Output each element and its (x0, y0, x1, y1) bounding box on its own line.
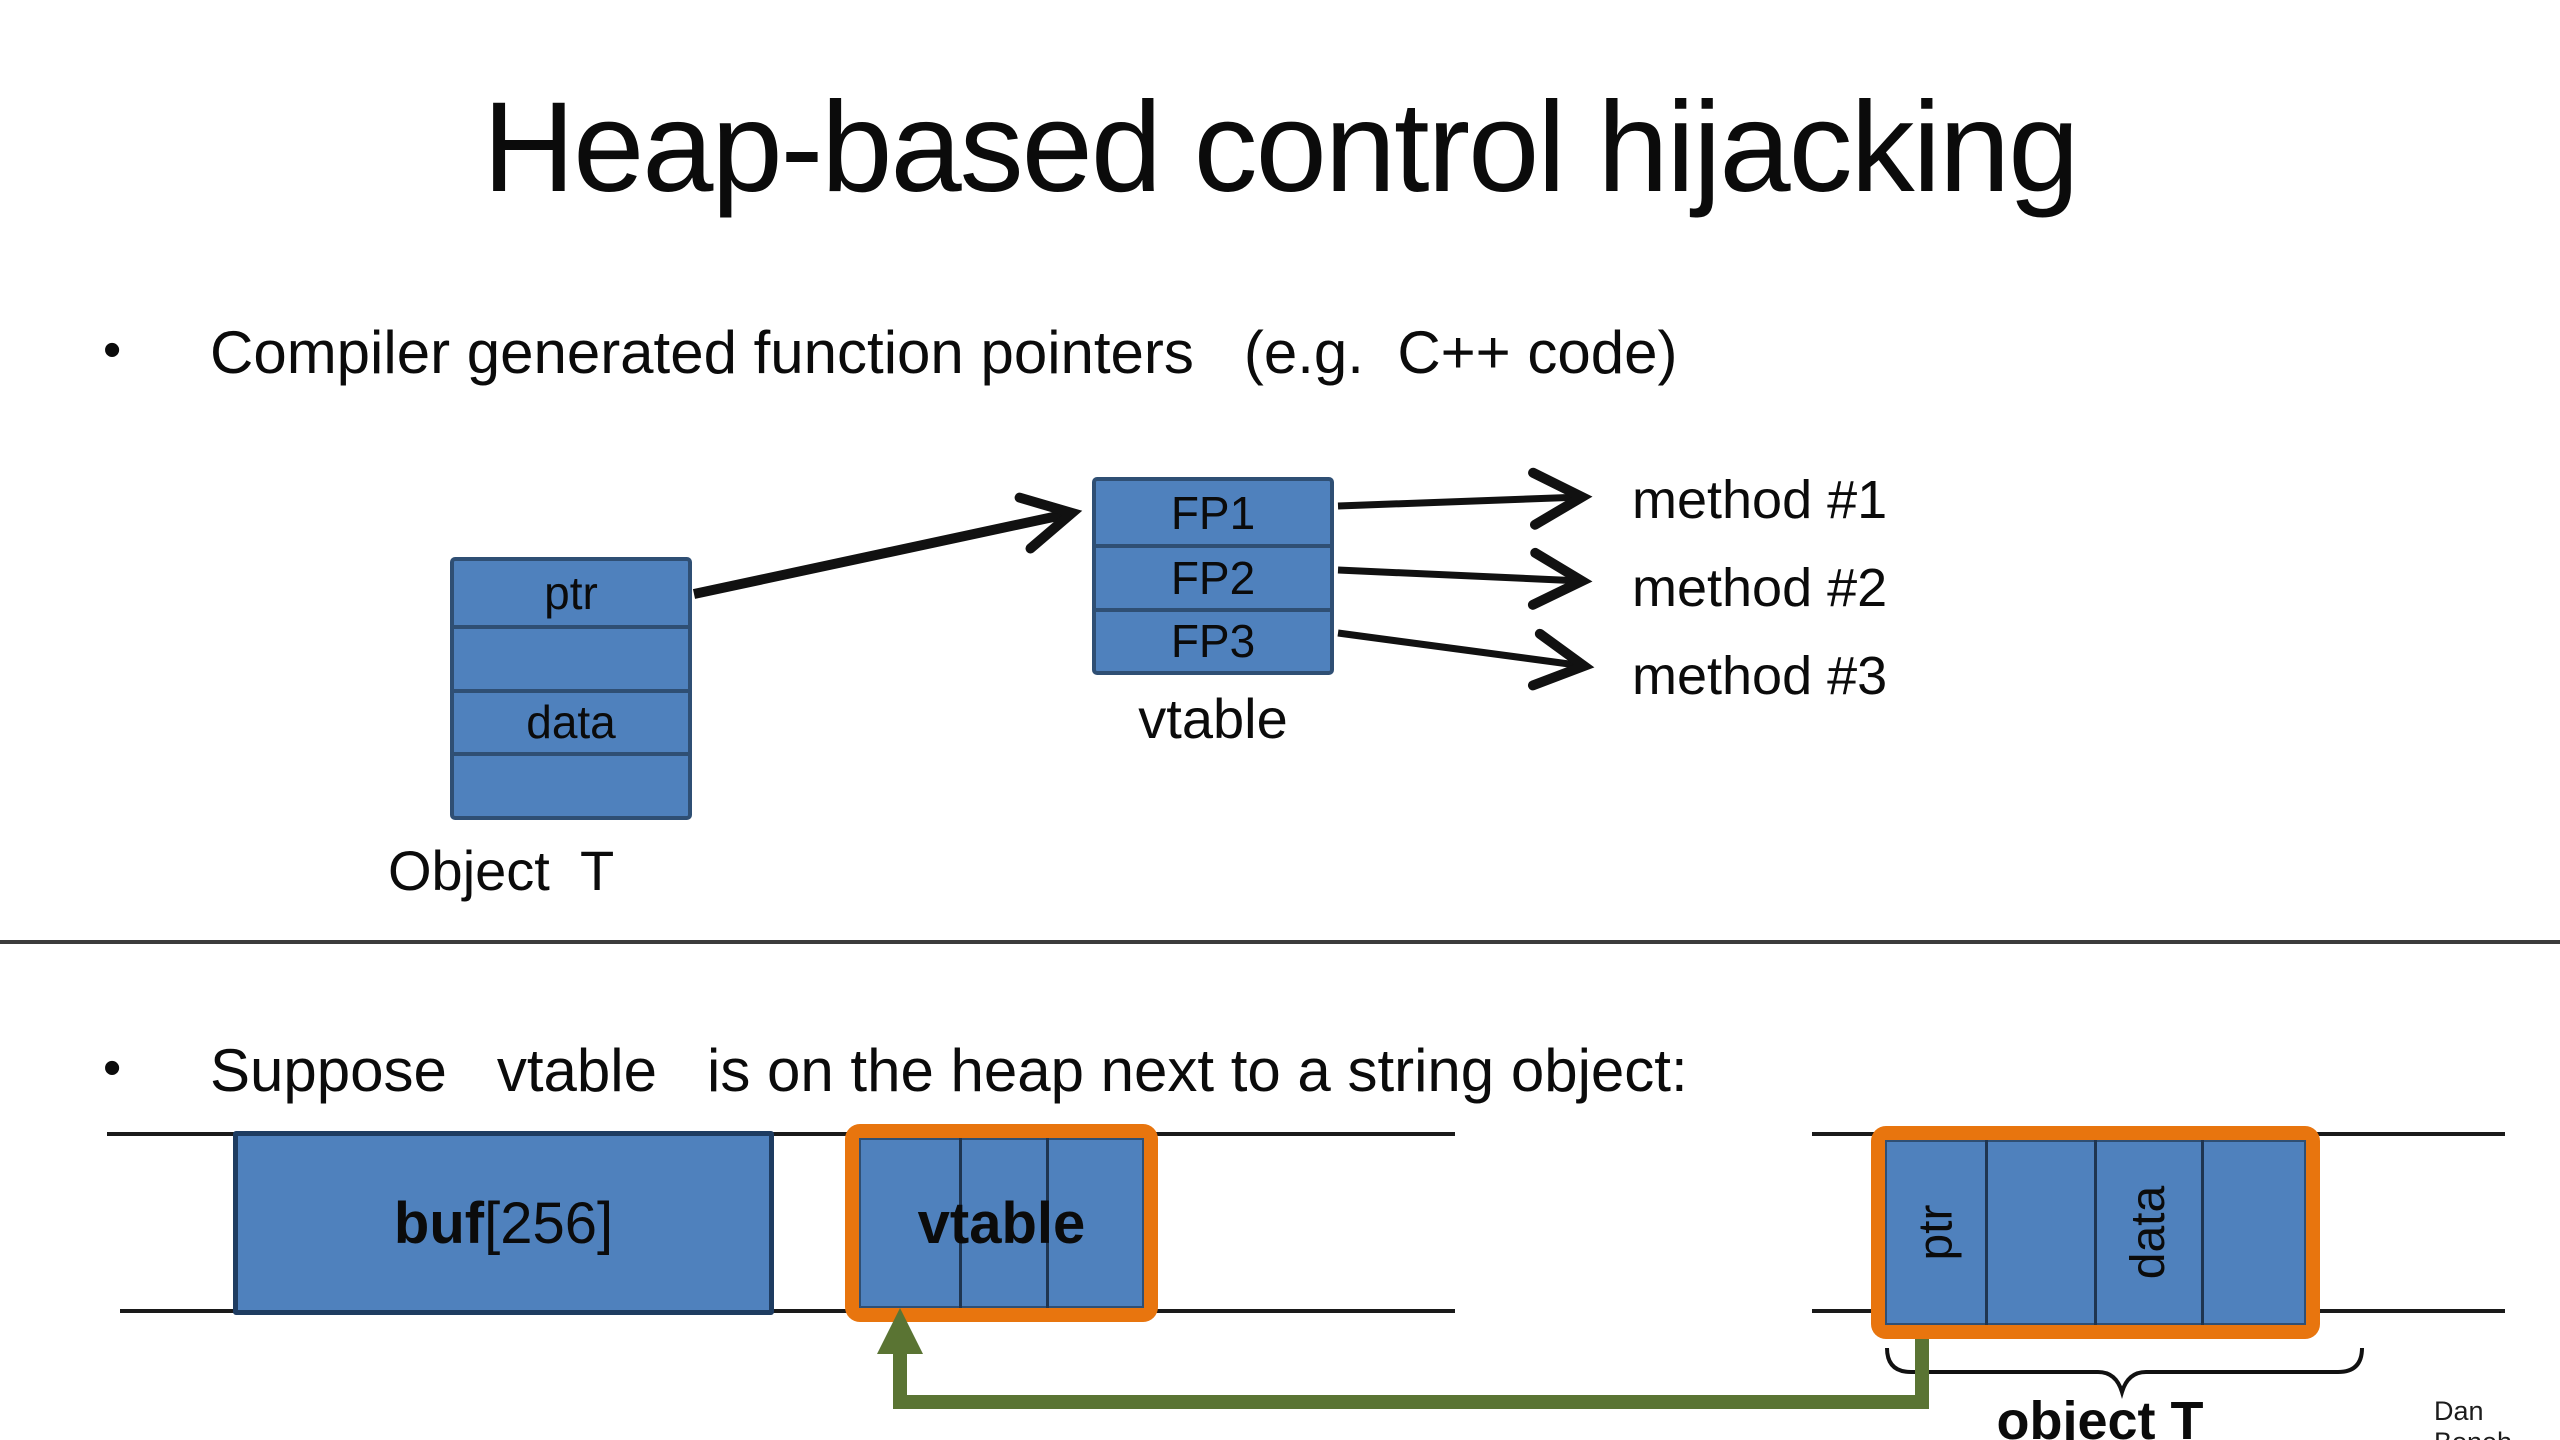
object-t-cell-empty-2 (454, 752, 688, 816)
method-1-label: method #1 (1632, 470, 1888, 530)
heap-vtable-highlight-box: vtable (845, 1124, 1158, 1322)
page-title: Heap-based control hijacking (482, 76, 2080, 219)
vtable-cell-fp2: FP2 (1096, 544, 1330, 607)
heap-object-cell-ptr: ptr (1885, 1140, 1988, 1325)
heap-data-rotated-label: data (2122, 1185, 2176, 1280)
bullet-1-text: Compiler generated function pointers (e.… (210, 319, 1678, 386)
buf-label-bold: buf (393, 1190, 485, 1256)
heap-vtable-divider-2 (1046, 1138, 1049, 1308)
fp2-to-method2-arrow (1337, 547, 1593, 610)
bullet-2-text: Suppose vtable is on the heap next to a … (210, 1037, 1688, 1104)
object-t-label: Object T (388, 839, 615, 902)
buf-label-size: [256] (484, 1190, 614, 1256)
heap-vtable-inner (859, 1138, 1144, 1308)
fp3-to-method3-arrow (1337, 628, 1595, 691)
bullet-dot-icon: • (103, 321, 122, 379)
vtable-cell-fp3: FP3 (1096, 607, 1330, 671)
heap-vtable-label: vtable (917, 1190, 1086, 1256)
method-2-label: method #2 (1632, 558, 1888, 618)
heap-vtable-divider-1 (959, 1138, 962, 1308)
heap-object-divider-3 (2201, 1140, 2204, 1325)
vtable-box: FP1 FP2 FP3 (1092, 477, 1334, 675)
object-t-underbrace (1885, 1347, 2364, 1399)
heap-object-cell-data: data (2094, 1140, 2204, 1325)
heap-object-t-highlight-box: ptr data (1871, 1126, 2320, 1339)
bullet-dot-icon: • (103, 1039, 122, 1097)
author-credit: Dan Boneh (2434, 1396, 2512, 1440)
vtable-label: vtable (1138, 687, 1288, 750)
heap-object-divider-1 (1985, 1140, 1988, 1325)
ptr-to-heap-vtable-green-arrow (893, 1339, 1929, 1409)
buf-box: buf[256] (233, 1131, 774, 1315)
ptr-to-vtable-arrow (692, 492, 1083, 599)
section-divider-line (0, 940, 2560, 944)
fp1-to-method1-arrow (1337, 467, 1593, 530)
heap-object-t-label: object T (1996, 1391, 2204, 1440)
bullet-suppose-vtable: • Suppose vtable is on the heap next to a… (103, 1036, 1688, 1105)
object-t-cell-ptr: ptr (544, 566, 598, 619)
object-t-cell-data: data (454, 688, 688, 753)
vtable-cell-fp1: FP1 (1170, 486, 1256, 539)
object-t-cell-empty-1 (454, 624, 688, 689)
object-t-box: ptr data (450, 557, 692, 820)
bullet-compiler-pointers: • Compiler generated function pointers (e… (103, 318, 1677, 387)
method-3-label: method #3 (1632, 646, 1888, 706)
heap-object-divider-2 (2094, 1140, 2097, 1325)
heap-ptr-rotated-label: ptr (1909, 1204, 1963, 1261)
